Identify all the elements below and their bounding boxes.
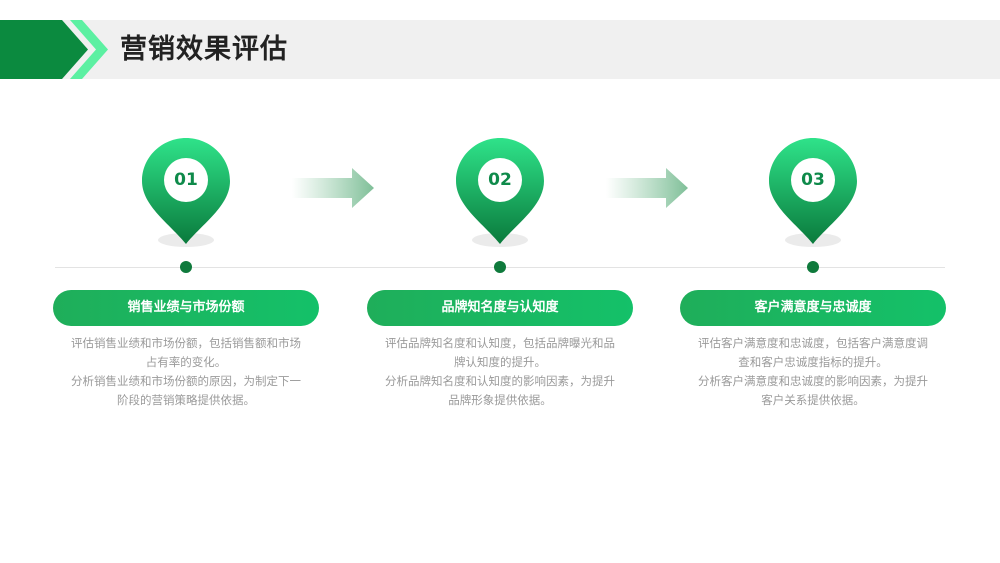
step-title: 客户满意度与忠诚度	[680, 290, 946, 326]
map-pin-icon	[142, 138, 230, 244]
desc-line: 评估品牌知名度和认知度，包括品牌曝光和品牌认知度的提升。	[385, 336, 615, 369]
desc-line: 分析品牌知名度和认知度的影响因素，为提升品牌形象提供依据。	[385, 374, 615, 407]
map-pin-icon	[456, 138, 544, 244]
header-chevron-icon	[0, 20, 108, 79]
step-description: 评估品牌知名度和认知度，包括品牌曝光和品牌认知度的提升。 分析品牌知名度和认知度…	[381, 334, 619, 410]
arrow-right-icon	[606, 168, 688, 208]
timeline-dot	[494, 261, 506, 273]
timeline-dot	[180, 261, 192, 273]
desc-line: 评估销售业绩和市场份额，包括销售额和市场占有率的变化。	[71, 336, 301, 369]
arrow-right-icon	[292, 168, 374, 208]
header-band	[0, 20, 1000, 79]
timeline-dot	[807, 261, 819, 273]
step-number: 03	[801, 170, 825, 190]
step-title: 品牌知名度与认知度	[367, 290, 633, 326]
step-title: 销售业绩与市场份额	[53, 290, 319, 326]
step-card-1: 01 销售业绩与市场份额 评估销售业绩和市场份额，包括销售额和市场占有率的变化。…	[53, 0, 319, 563]
map-pin-icon	[769, 138, 857, 244]
step-description: 评估客户满意度和忠诚度，包括客户满意度调查和客户忠诚度指标的提升。 分析客户满意…	[694, 334, 932, 410]
step-number: 02	[488, 170, 512, 190]
desc-line: 分析销售业绩和市场份额的原因，为制定下一阶段的营销策略提供依据。	[71, 374, 301, 407]
step-description: 评估销售业绩和市场份额，包括销售额和市场占有率的变化。 分析销售业绩和市场份额的…	[67, 334, 305, 410]
desc-line: 分析客户满意度和忠诚度的影响因素，为提升客户关系提供依据。	[698, 374, 928, 407]
page-title: 营销效果评估	[120, 34, 288, 65]
step-card-2: 02 品牌知名度与认知度 评估品牌知名度和认知度，包括品牌曝光和品牌认知度的提升…	[367, 0, 633, 563]
step-number: 01	[174, 170, 198, 190]
desc-line: 评估客户满意度和忠诚度，包括客户满意度调查和客户忠诚度指标的提升。	[698, 336, 928, 369]
step-card-3: 03 客户满意度与忠诚度 评估客户满意度和忠诚度，包括客户满意度调查和客户忠诚度…	[680, 0, 946, 563]
